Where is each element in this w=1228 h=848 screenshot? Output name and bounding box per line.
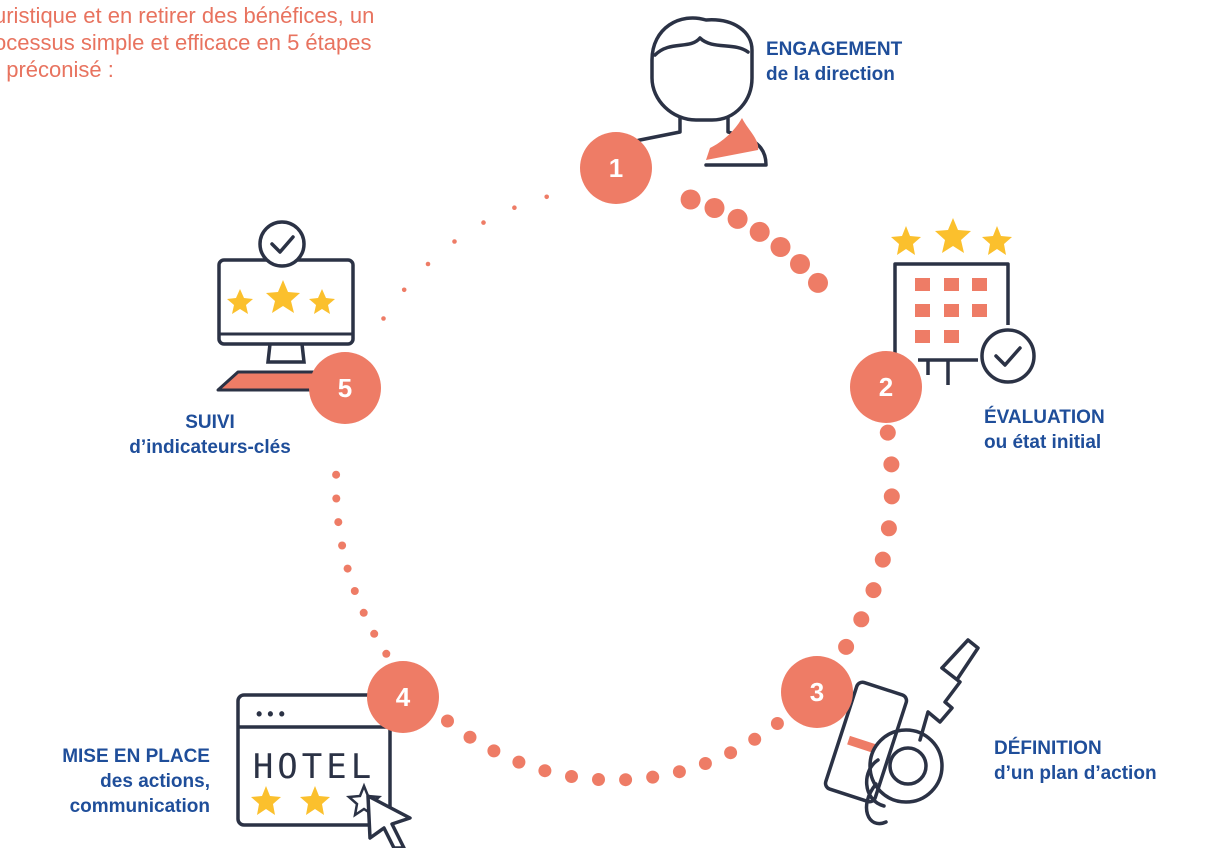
cycle-dot <box>512 205 517 210</box>
cycle-dot <box>883 456 900 473</box>
cycle-dot <box>865 582 882 599</box>
step-2-badge: 2 <box>850 351 922 423</box>
cycle-dot <box>883 488 900 505</box>
step-5-number: 5 <box>338 373 352 403</box>
cycle-dot <box>401 287 407 293</box>
step-4-subtitle: des actions, <box>100 771 210 792</box>
hotel-website-icon: • • • HOTEL <box>236 693 412 848</box>
cycle-dot <box>672 765 686 779</box>
cycle-dot <box>425 261 431 267</box>
step-5-subtitle: d’indicateurs-clés <box>129 437 291 458</box>
cycle-dot <box>338 541 347 550</box>
cycle-dot <box>808 272 828 293</box>
step-1-subtitle: de la direction <box>766 64 895 85</box>
cursor-icon <box>366 794 412 848</box>
cycle-dot <box>704 198 725 218</box>
cycle-dot <box>770 717 784 730</box>
step-2-number: 2 <box>879 372 893 402</box>
star-icon <box>251 786 281 815</box>
cycle-dot <box>463 730 477 744</box>
step-4-label: MISE EN PLACE des actions, communication <box>62 744 210 819</box>
cycle-dot <box>698 757 712 770</box>
cycle-dot <box>382 649 391 658</box>
cycle-dot <box>646 770 660 784</box>
star-icon <box>266 280 300 313</box>
check-circle-icon <box>980 328 1036 384</box>
step-2-title: ÉVALUATION <box>984 407 1105 428</box>
step-4-badge: 4 <box>367 661 439 733</box>
step-2-subtitle: ou état initial <box>984 432 1102 453</box>
step-5-title: SUIVI <box>185 412 235 433</box>
cycle-dot <box>481 220 486 225</box>
cycle-dot <box>512 755 526 769</box>
star-icon <box>300 786 330 815</box>
check-circle-icon <box>258 220 306 268</box>
cycle-dot <box>838 638 855 655</box>
cycle-dot <box>334 518 343 527</box>
cycle-dot <box>350 587 359 595</box>
cycle-dot <box>880 520 897 537</box>
cycle-dot <box>538 764 552 778</box>
cycle-dot <box>879 424 896 441</box>
cycle-dots <box>332 189 900 787</box>
step-3-subtitle: d’un plan d’action <box>994 763 1157 784</box>
step-4-title: MISE EN PLACE <box>62 746 210 767</box>
cycle-dot <box>727 208 748 229</box>
cycle-dot <box>749 221 770 242</box>
intro-line-3: t préconisé : <box>0 57 114 82</box>
cycle-dot <box>748 732 762 746</box>
cycle-dot <box>619 773 633 787</box>
cycle-dot <box>370 629 379 638</box>
step-1-title: ENGAGEMENT <box>766 39 903 60</box>
step-3-badge: 3 <box>781 656 853 728</box>
step-4-number: 4 <box>396 682 411 712</box>
website-dots: • • • <box>256 704 285 724</box>
cycle-dot <box>544 194 549 200</box>
intro-text: uristique et en retirer des bénéfices, u… <box>0 2 514 83</box>
step-3-label: DÉFINITION d’un plan d’action <box>994 736 1157 786</box>
cycle-dot <box>487 744 501 758</box>
step-5-label: SUIVI d’indicateurs-clés <box>70 410 350 460</box>
cycle-dot <box>770 237 791 257</box>
step-1-number: 1 <box>609 153 623 183</box>
step-3-number: 3 <box>810 677 824 707</box>
step-3-title: DÉFINITION <box>994 738 1102 759</box>
keycard-icon <box>823 638 980 826</box>
star-outline-icon <box>345 782 383 818</box>
cycle-dot <box>565 770 578 783</box>
cycle-dot <box>359 608 368 617</box>
star-icon <box>227 289 253 314</box>
star-icon <box>935 218 971 253</box>
star-icon <box>982 226 1012 255</box>
step-1-badge: 1 <box>580 132 652 204</box>
cycle-dot <box>332 494 341 503</box>
cycle-dot <box>343 564 352 573</box>
step-5-badge: 5 <box>309 352 381 424</box>
step-4-subtitle-2: communication <box>69 796 210 817</box>
cycle-dot <box>381 316 386 321</box>
cycle-dot <box>724 746 738 760</box>
cycle-dot <box>332 470 341 479</box>
cycle-dot <box>592 773 605 786</box>
cycle-dot <box>874 551 891 568</box>
cycle-dot <box>853 611 870 628</box>
intro-line-2: ocessus simple et efficace en 5 étapes <box>0 30 372 55</box>
hotel-building-icon <box>891 218 1036 385</box>
cycle-dot <box>680 189 701 210</box>
step-2-label: ÉVALUATION ou état initial <box>984 405 1105 455</box>
cycle-dot <box>441 714 454 728</box>
star-icon <box>891 226 921 255</box>
cycle-dot <box>452 239 457 244</box>
step-1-label: ENGAGEMENT de la direction <box>766 37 902 87</box>
star-icon <box>309 289 335 314</box>
cycle-dot <box>790 254 810 274</box>
intro-line-1: uristique et en retirer des bénéfices, u… <box>0 3 375 28</box>
website-hotel-text: HOTEL <box>253 747 375 787</box>
